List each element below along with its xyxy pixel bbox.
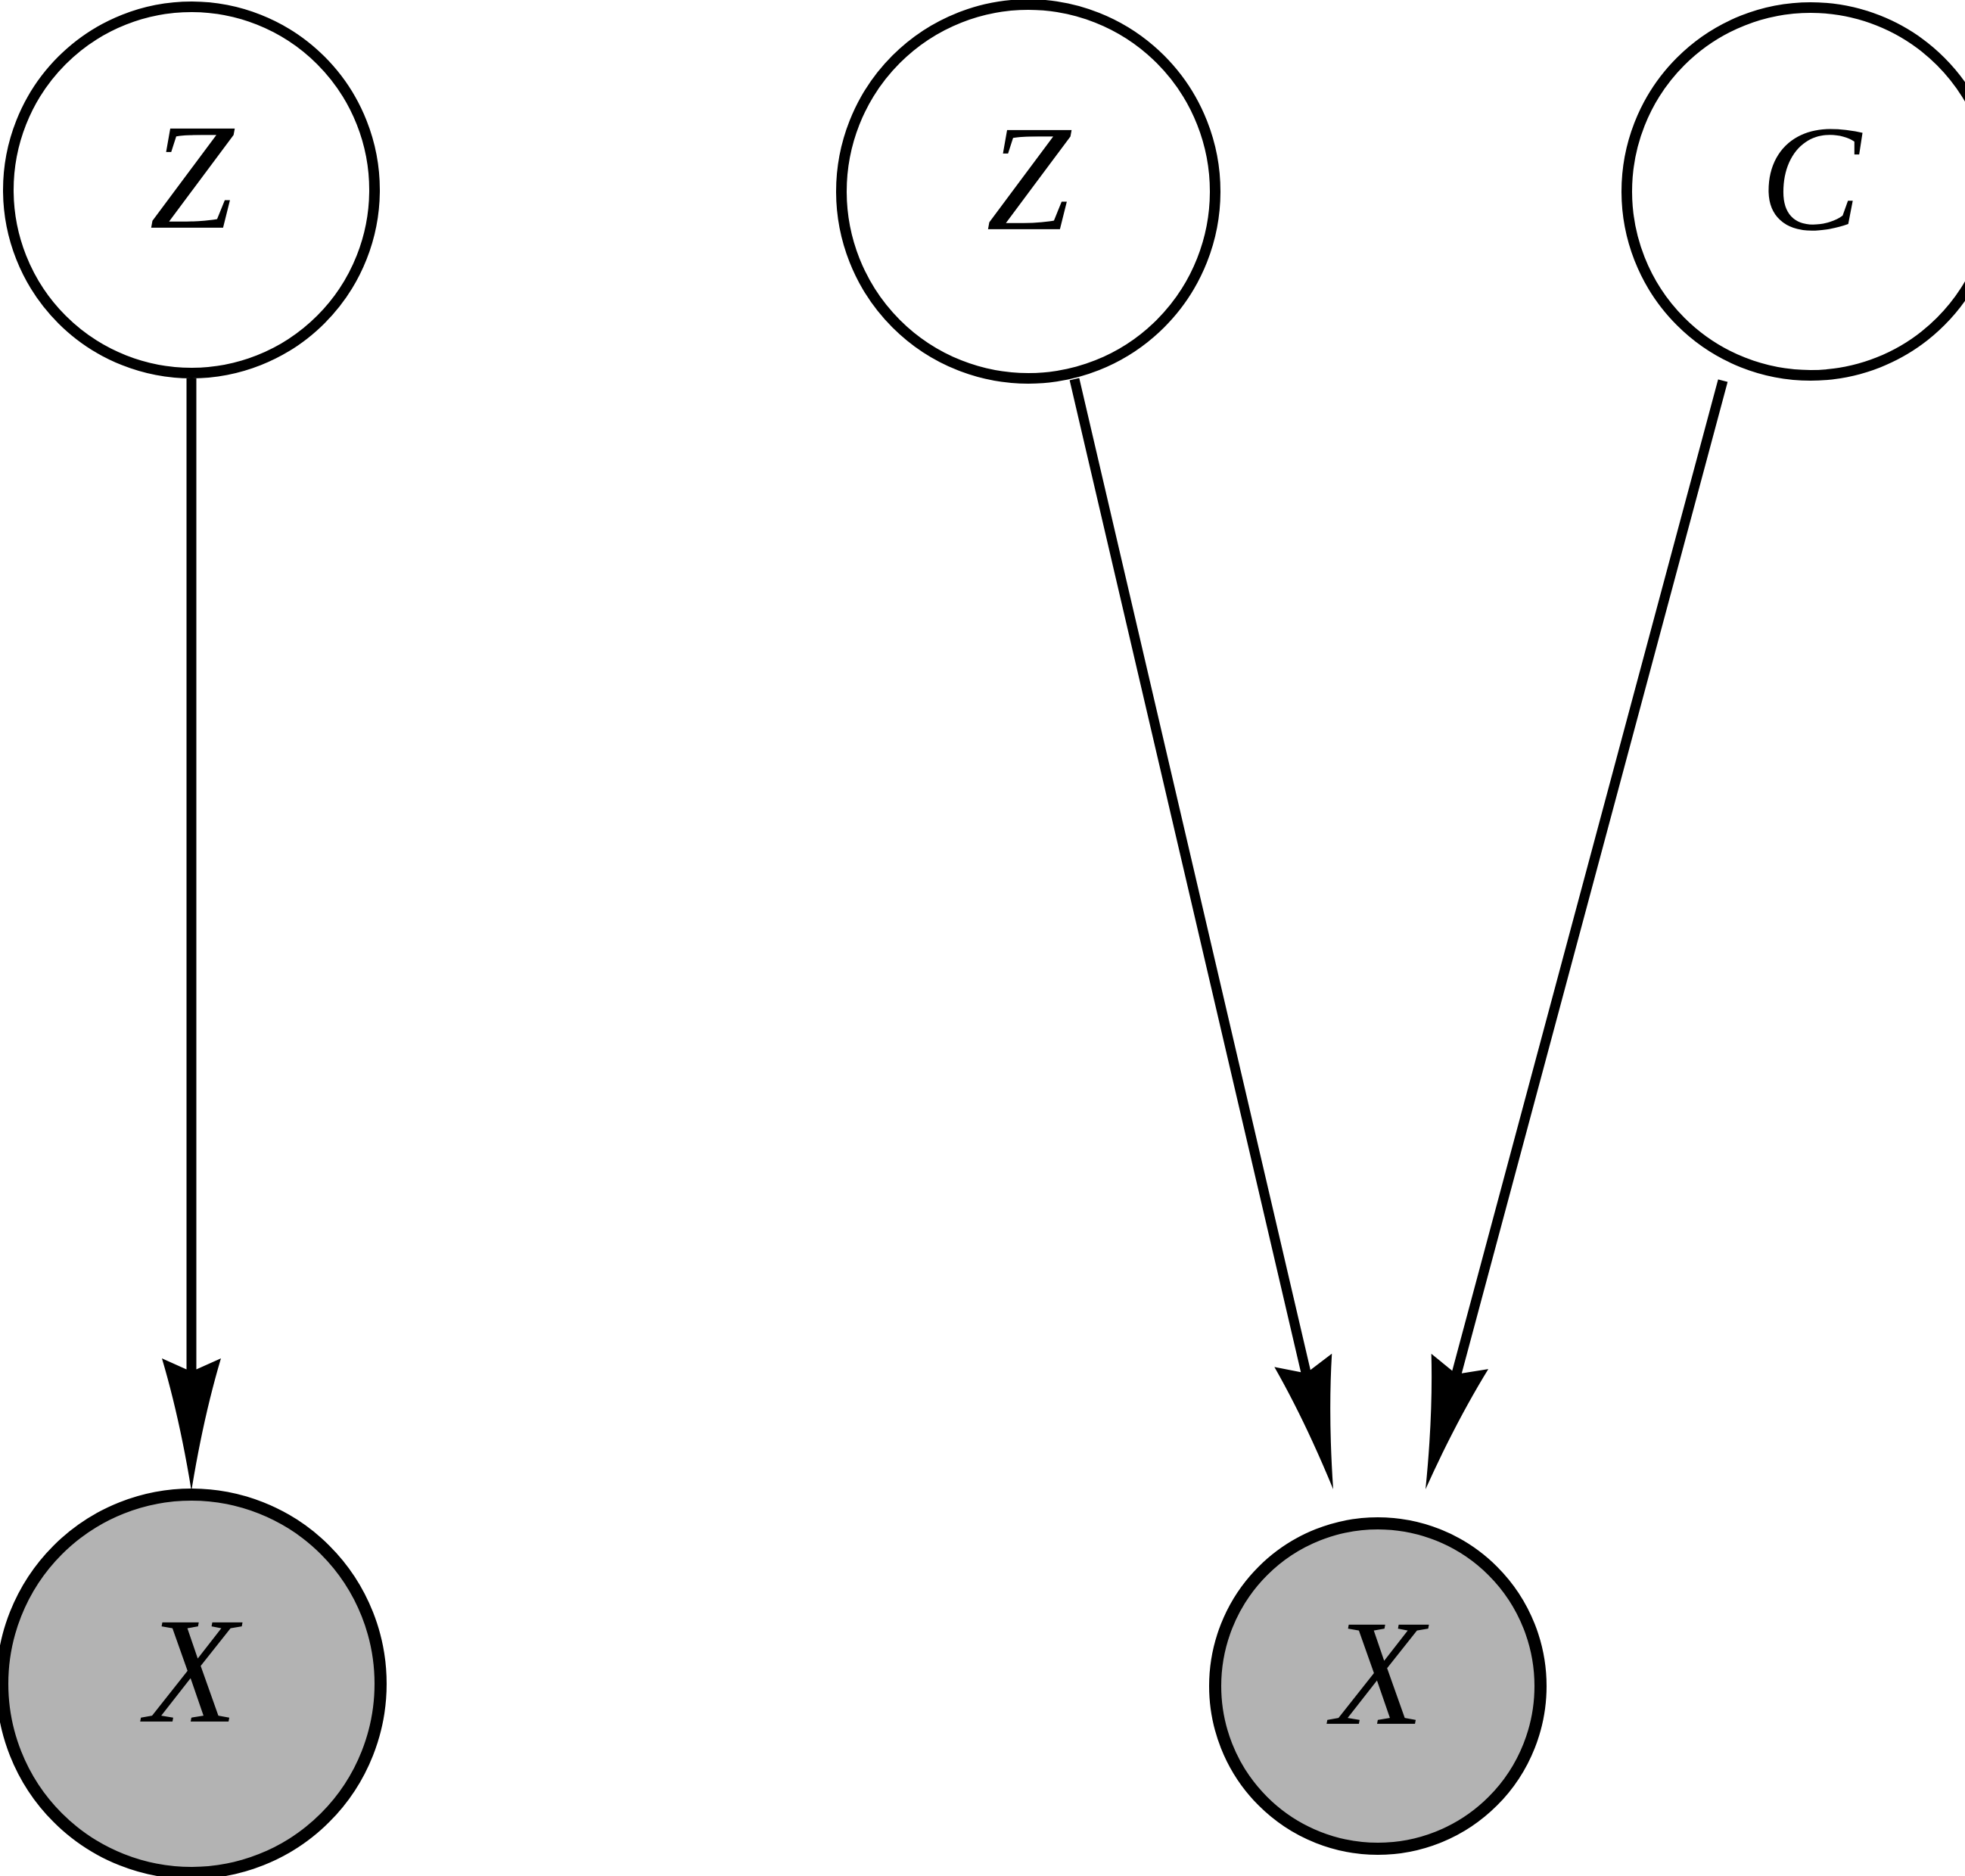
node-right-x[interactable]: X [1209, 1517, 1547, 1855]
panel-conditional-model: Z C X [836, 0, 1965, 1855]
node-right-z[interactable]: Z [836, 0, 1220, 384]
edge-right-z-to-x-line [1069, 378, 1314, 1385]
node-right-c-label: C [1760, 95, 1863, 263]
node-left-x[interactable]: X [0, 1489, 387, 1876]
node-right-c[interactable]: C [1621, 2, 1965, 381]
edge-right-z-to-x [1069, 378, 1333, 1489]
node-left-x-label: X [140, 1588, 243, 1755]
edge-right-c-to-x-line [1448, 379, 1728, 1386]
edge-left-z-to-x-arrowhead [162, 1358, 221, 1491]
node-right-x-circle [1209, 1517, 1547, 1855]
node-left-z-circle [3, 2, 380, 378]
node-right-x-label: X [1326, 1590, 1429, 1757]
node-right-c-circle [1621, 2, 1965, 381]
node-right-z-circle [836, 0, 1220, 384]
edge-right-z-to-x-arrowhead [1274, 1353, 1333, 1489]
edge-left-z-to-x [162, 378, 221, 1491]
edge-right-c-to-x-arrowhead [1426, 1353, 1489, 1489]
edge-right-c-to-x [1426, 379, 1728, 1489]
panel-unconditional-model: Z X [0, 2, 387, 1876]
node-left-x-circle [0, 1489, 387, 1876]
node-left-z-label: Z [149, 94, 235, 261]
node-left-z[interactable]: Z [3, 2, 380, 378]
node-right-z-label: Z [986, 95, 1071, 263]
